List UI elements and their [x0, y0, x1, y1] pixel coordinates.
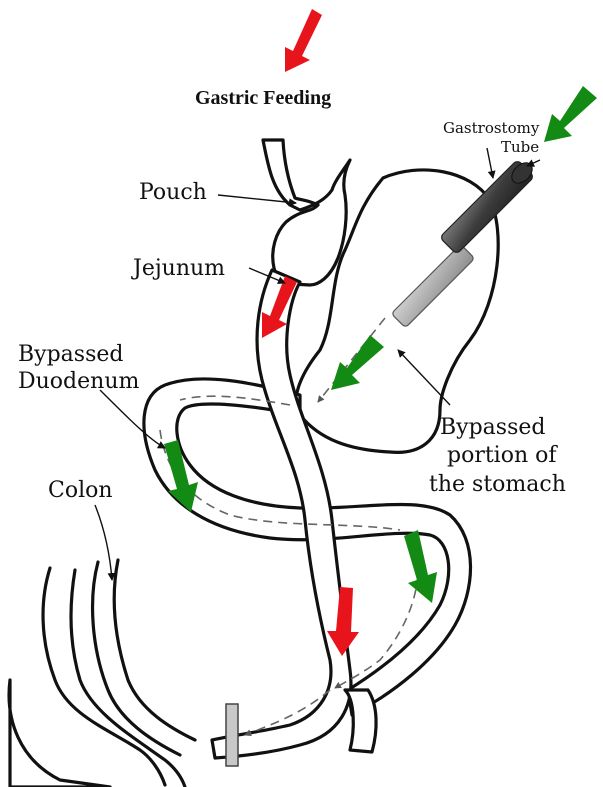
label-bypassed-stomach-2: portion of — [447, 443, 558, 468]
green-arrow-right — [404, 530, 437, 603]
red-arrow-top — [285, 9, 322, 72]
label-bypassed-stomach-3: the stomach — [429, 472, 566, 497]
esophagus-pouch — [263, 140, 350, 285]
label-pouch: Pouch — [139, 180, 207, 205]
label-jejunum: Jejunum — [131, 256, 225, 281]
label-bypassed-duodenum-1: Bypassed — [18, 342, 123, 367]
label-tube: Tube — [501, 138, 539, 156]
label-bypassed-duodenum-2: Duodenum — [18, 369, 139, 394]
colon — [9, 560, 195, 787]
label-bypassed-stomach-1: Bypassed — [440, 415, 545, 440]
label-gastrostomy: Gastrostomy — [443, 119, 540, 137]
diagram-title: Gastric Feeding — [195, 87, 331, 109]
label-colon: Colon — [48, 478, 113, 503]
common-channel — [345, 690, 376, 752]
staple-clip — [226, 704, 238, 766]
green-arrow-top — [544, 86, 597, 142]
